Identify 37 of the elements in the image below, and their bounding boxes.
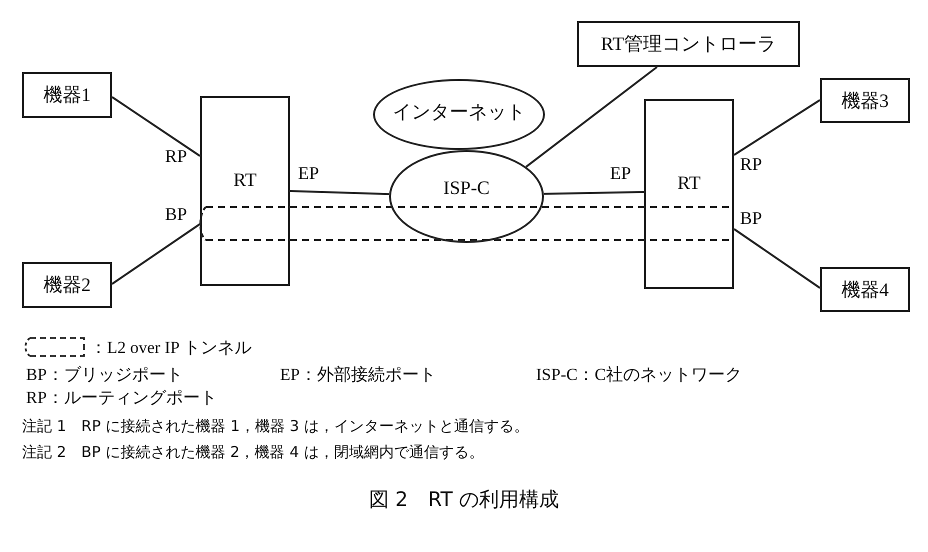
- connector-line: [526, 66, 658, 168]
- router-box: [200, 96, 290, 286]
- node-label: RT: [677, 173, 701, 195]
- router-box: [644, 99, 734, 289]
- controller-box: [577, 21, 800, 67]
- connector-line: [733, 228, 821, 289]
- definition-text: BP：ブリッジポート: [26, 364, 183, 386]
- figure-caption: 図 2 RT の利用構成: [368, 486, 560, 513]
- definition-text: EP：外部接続ポート: [280, 364, 436, 386]
- device-box: [22, 262, 112, 308]
- port-label: BP: [165, 204, 188, 225]
- port-label: BP: [740, 208, 762, 229]
- node-label: RT: [233, 170, 257, 192]
- node-label: 機器2: [43, 274, 91, 298]
- device-box: [820, 78, 910, 123]
- node-label: 機器1: [43, 84, 91, 108]
- note-text: 注記 2 BP に接続された機器 2，機器 4 は，閉域網内で通信する。: [22, 443, 484, 462]
- port-label: RP: [740, 154, 762, 175]
- connector-line: [733, 99, 821, 156]
- definition-text: ISP-C：C社のネットワーク: [536, 364, 742, 386]
- device-box: [820, 267, 910, 312]
- connector-line: [111, 96, 201, 157]
- port-label: EP: [610, 163, 632, 184]
- node-label: インターネット: [392, 100, 526, 124]
- node-label: ISP-C: [443, 178, 490, 200]
- definition-text: RP：ルーティングポート: [26, 387, 217, 409]
- connector-line: [290, 190, 390, 196]
- connector-line: [111, 223, 201, 285]
- node-label: 機器3: [841, 90, 889, 114]
- note-text: 注記 1 RP に接続された機器 1，機器 3 は，インターネットと通信する。: [22, 417, 529, 436]
- device-box: [22, 72, 112, 118]
- node-label: RT管理コントローラ: [600, 33, 776, 57]
- port-label: EP: [298, 163, 320, 184]
- legend-text: ：L2 over IP トンネル: [90, 337, 252, 359]
- node-label: 機器4: [841, 278, 889, 302]
- connector-line: [544, 191, 644, 195]
- port-label: RP: [165, 146, 188, 167]
